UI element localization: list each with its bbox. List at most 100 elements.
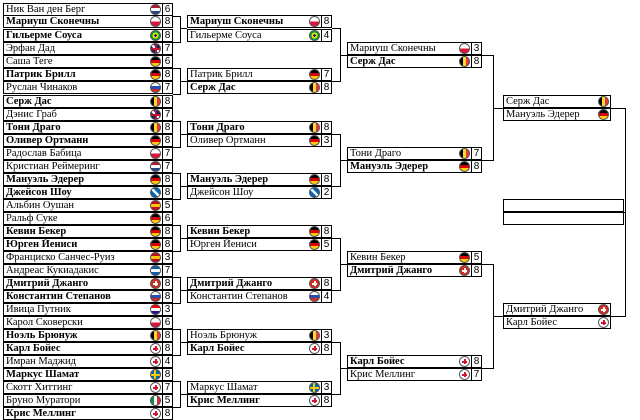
belgium-flag-icon: [459, 148, 470, 159]
bracket-connector: [173, 251, 180, 252]
score-cell: 5: [162, 200, 172, 211]
player-name: Оливер Ортманн: [6, 135, 89, 146]
england-flag-icon: [459, 356, 470, 367]
player-slot[interactable]: Серж Дас: [503, 95, 611, 108]
belgium-flag-icon: [309, 82, 320, 93]
score-cell: 7: [162, 109, 172, 120]
player-name: Дмитрий Джанго: [350, 265, 433, 276]
player-slot[interactable]: Карл Бойес: [503, 316, 611, 329]
belgium-flag-icon: [150, 96, 161, 107]
bracket-connector: [180, 81, 187, 82]
germany-flag-icon: [150, 56, 161, 67]
england-flag-icon: [459, 369, 470, 380]
bracket-connector: [173, 225, 180, 226]
england-flag-icon: [150, 343, 161, 354]
russia-flag-icon: [150, 291, 161, 302]
bracket-connector: [332, 28, 340, 29]
germany-flag-icon: [150, 213, 161, 224]
bracket-connector: [332, 238, 340, 239]
player-slot[interactable]: [503, 199, 624, 212]
player-name: Андреас Кукиадакис: [6, 265, 99, 276]
bracket-connector: [180, 394, 187, 395]
player-name: Бруно Муратори: [6, 395, 81, 406]
russia-flag-icon: [309, 291, 320, 302]
player-name: Дмитрий Джанго: [190, 278, 273, 289]
bracket-connector: [173, 329, 180, 330]
player-name: Радослав Бабица: [6, 148, 82, 159]
score-cell: 8: [321, 174, 331, 185]
score-cell: 4: [321, 30, 331, 41]
germany-flag-icon: [309, 69, 320, 80]
score-cell: 8: [162, 187, 172, 198]
player-name: Патрик Брилл: [190, 69, 253, 80]
poland-flag-icon: [309, 16, 320, 27]
score-cell: 8: [162, 122, 172, 133]
player-slot[interactable]: [503, 212, 624, 225]
player-slot[interactable]: Мануэль Эдерер: [503, 108, 611, 121]
bracket-connector: [624, 212, 625, 213]
player-name: Карл Бойес: [506, 317, 557, 328]
poland-flag-icon: [150, 148, 161, 159]
player-slot[interactable]: Дмитрий Джанго: [503, 303, 611, 316]
belgium-flag-icon: [459, 56, 470, 67]
bracket-connector: [493, 108, 503, 109]
switzerland-flag-icon: [459, 265, 470, 276]
